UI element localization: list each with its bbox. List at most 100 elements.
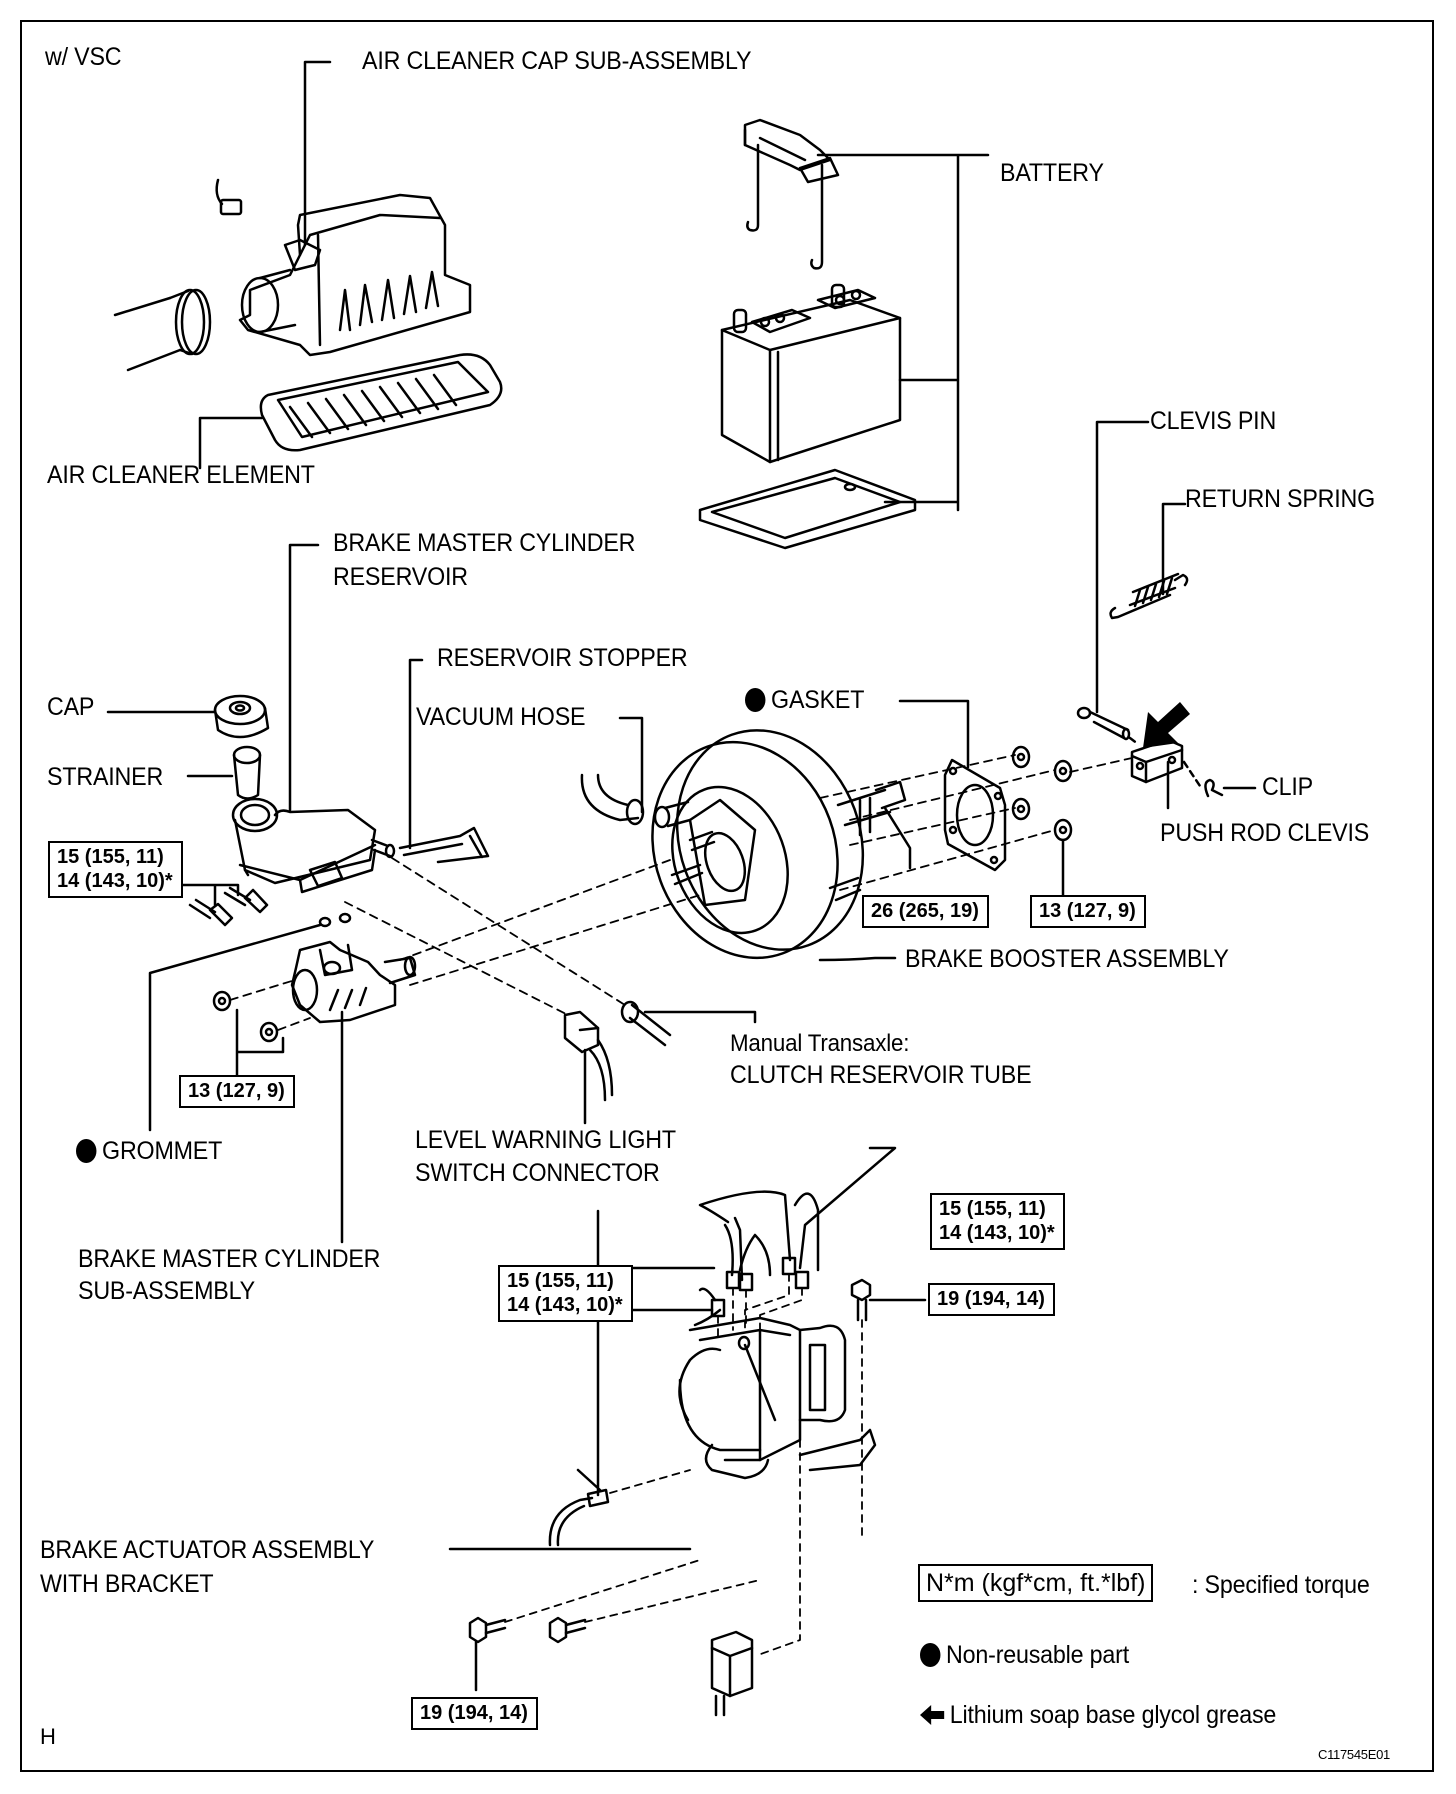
push-rod-clevis-icon — [1130, 738, 1184, 784]
leader-line — [303, 60, 332, 247]
torque-actuator-bolt-bottom: 19 (194, 14) — [411, 1697, 538, 1730]
legend-non-reusable-text: Non-reusable part — [946, 1641, 1129, 1669]
torque-booster-nuts: 13 (127, 9) — [1030, 895, 1146, 928]
level-switch-connector-icon — [563, 1010, 614, 1102]
label-master-cyl-sub-1: BRAKE MASTER CYLINDER — [78, 1245, 381, 1273]
label-gasket: GASKET — [745, 685, 864, 716]
figure-code: C117545E01 — [1318, 1747, 1390, 1762]
return-spring-icon — [1109, 572, 1189, 620]
assembly-lines-booster — [819, 754, 1133, 891]
battery-tray-icon — [698, 468, 917, 550]
label-clip: CLIP — [1262, 773, 1313, 801]
torque-actuator-bolt-top: 19 (194, 14) — [928, 1283, 1055, 1316]
assembly-lines-actuator — [504, 1273, 863, 1656]
torque-value: 13 (127, 9) — [188, 1080, 285, 1102]
air-cleaner-cap-icon — [238, 193, 472, 357]
label-master-cyl-reservoir-1: BRAKE MASTER CYLINDER — [333, 529, 636, 557]
label-clutch-tube-2: CLUTCH RESERVOIR TUBE — [730, 1061, 1032, 1089]
leader-line — [235, 1008, 285, 1077]
legend-non-reusable: Non-reusable part — [920, 1640, 1129, 1671]
legend-grease: Lithium soap base glycol grease — [920, 1700, 1276, 1731]
label-cap: CAP — [47, 693, 95, 721]
leader-line — [643, 1010, 757, 1024]
reservoir-cap-icon — [213, 694, 270, 739]
gasket-icon — [943, 758, 1007, 872]
label-strainer: STRAINER — [47, 763, 164, 791]
label-grommet: GROMMET — [76, 1136, 222, 1167]
label-battery: BATTERY — [1000, 159, 1104, 187]
leader-line — [408, 658, 424, 850]
leader-line — [798, 1146, 897, 1270]
label-gasket-text: GASKET — [771, 686, 865, 714]
label-return-spring: RETURN SPRING — [1185, 485, 1376, 513]
leader-line — [148, 923, 322, 1132]
leader-line — [288, 543, 320, 812]
reservoir-stopper-icon — [398, 826, 490, 864]
label-reservoir-stopper: RESERVOIR STOPPER — [437, 644, 688, 672]
master-cyl-fittings-icon — [188, 886, 269, 927]
label-air-cleaner-element: AIR CLEANER ELEMENT — [47, 461, 315, 489]
label-vacuum-hose: VACUUM HOSE — [416, 703, 586, 731]
label-master-cyl-reservoir-2: RESERVOIR — [333, 563, 468, 591]
torque-value: 19 (194, 14) — [937, 1288, 1045, 1310]
leader-line — [1161, 502, 1187, 596]
torque-value: 19 (194, 14) — [420, 1702, 528, 1724]
torque-master-cyl-nuts: 13 (127, 9) — [179, 1075, 295, 1108]
air-cleaner-connector-icon — [215, 178, 243, 216]
brake-tubes-icon — [693, 1190, 820, 1327]
leader-line — [618, 716, 644, 814]
leader-line — [1095, 420, 1150, 714]
grease-arrow-icon — [1143, 702, 1190, 748]
variant-label: w/ VSC — [45, 43, 122, 71]
leader-line — [816, 153, 990, 512]
battery-icon — [720, 283, 902, 464]
grommet-icon — [318, 912, 352, 928]
torque-value: 15 (155, 11) — [57, 846, 164, 868]
legend-torque-desc: : Specified torque — [1192, 1571, 1370, 1599]
leader-line — [198, 416, 264, 470]
clutch-reservoir-tube-icon — [620, 1000, 672, 1047]
master-cyl-nuts-icon — [212, 990, 279, 1043]
torque-value: 15 (155, 11) — [507, 1270, 614, 1292]
clevis-pin-icon — [1076, 706, 1131, 741]
label-push-rod-clevis: PUSH ROD CLEVIS — [1160, 819, 1370, 847]
yaw-sensor-icon — [710, 1630, 754, 1717]
leader-line — [883, 806, 912, 870]
torque-actuator-tubes-left: 15 (155, 11) 14 (143, 10)* — [498, 1265, 633, 1322]
assembly-lines-mastercyl — [229, 857, 701, 1031]
brake-booster-icon — [651, 729, 907, 960]
torque-value: 15 (155, 11) — [939, 1198, 1046, 1220]
torque-value: 26 (265, 19) — [871, 900, 979, 922]
diagram-frame — [20, 20, 1434, 1772]
strainer-icon — [232, 745, 262, 800]
torque-master-cyl-tubes: 15 (155, 11) 14 (143, 10)* — [48, 841, 183, 898]
torque-value-alt: 14 (143, 10)* — [57, 870, 173, 892]
label-brake-booster: BRAKE BOOSTER ASSEMBLY — [905, 945, 1229, 973]
leader-line — [576, 1209, 716, 1497]
torque-value-alt: 14 (143, 10)* — [939, 1222, 1055, 1244]
brake-master-cylinder-icon — [290, 940, 417, 1024]
label-actuator-2: WITH BRACKET — [40, 1570, 214, 1598]
legend-torque-box: N*m (kgf*cm, ft.*lbf) — [918, 1564, 1154, 1602]
non-reusable-dot-icon — [920, 1643, 941, 1667]
air-cleaner-element-icon — [259, 353, 503, 452]
clip-icon — [1204, 778, 1224, 798]
legend-grease-text: Lithium soap base glycol grease — [949, 1701, 1277, 1729]
label-level-switch-2: SWITCH CONNECTOR — [415, 1159, 660, 1187]
label-master-cyl-sub-2: SUB-ASSEMBLY — [78, 1277, 255, 1305]
reservoir-icon — [231, 797, 396, 894]
torque-actuator-tubes-right: 15 (155, 11) 14 (143, 10)* — [930, 1193, 1065, 1250]
label-grommet-text: GROMMET — [102, 1137, 223, 1165]
grease-arrow-left-icon — [920, 1705, 945, 1725]
actuator-bolt-top-icon — [850, 1278, 872, 1322]
booster-nuts-icon — [1011, 745, 1073, 842]
non-reusable-dot-icon — [745, 688, 766, 712]
torque-value: 13 (127, 9) — [1039, 900, 1136, 922]
label-clutch-tube-1: Manual Transaxle: — [730, 1030, 910, 1057]
label-level-switch-1: LEVEL WARNING LIGHT — [415, 1126, 676, 1154]
torque-value-alt: 14 (143, 10)* — [507, 1294, 623, 1316]
brake-actuator-icon — [678, 1316, 877, 1480]
corner-mark: H — [40, 1724, 56, 1749]
actuator-bolts-bottom-icon — [468, 1616, 587, 1644]
